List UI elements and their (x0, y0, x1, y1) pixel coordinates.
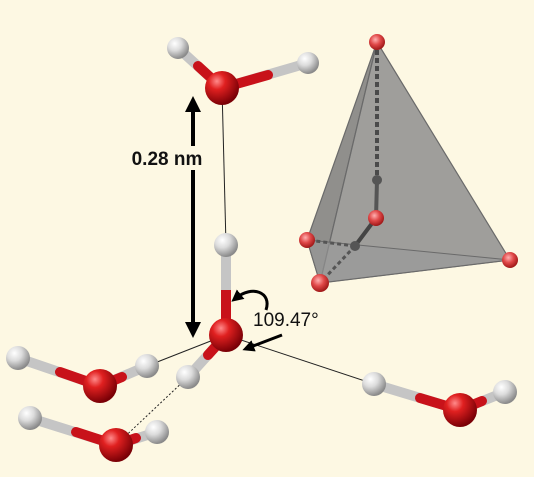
tetrahedron-face-bottom (306, 239, 511, 284)
hydrogen-atom (145, 420, 169, 444)
hydrogen-bond-line (221, 87, 227, 246)
hydrogen-atom (167, 37, 189, 59)
tetrahedron (299, 34, 518, 292)
tetrahedron-hydrogen (350, 241, 360, 251)
tetrahedron-inner-bond (306, 238, 356, 248)
hydrogen-atom (297, 52, 319, 74)
hydrogen-bond-line (225, 334, 375, 385)
oxygen-atom (83, 369, 117, 403)
water-molecule-lower-left (18, 406, 169, 462)
angle-arc-arrow (231, 289, 269, 311)
water-molecule-center (176, 233, 243, 389)
tetrahedron-vertex-atom (369, 34, 385, 50)
tetrahedron-vertex-atom (299, 232, 315, 248)
tetrahedron-center-atom (368, 210, 384, 226)
tetrahedron-vertex-atom (311, 274, 329, 292)
tetrahedron-hydrogen (372, 175, 382, 185)
distance-label: 0.28 nm (132, 149, 203, 170)
oxygen-atom (205, 71, 239, 105)
oxygen-atom (209, 318, 243, 352)
hydrogen-atom (18, 406, 42, 430)
hydrogen-atom (6, 346, 30, 370)
water-molecule-left (6, 346, 159, 403)
hydrogen-atom (176, 365, 200, 389)
water-molecule-top (167, 37, 319, 105)
hydrogen-bond-line (115, 376, 189, 446)
distance-label-bg (124, 146, 210, 170)
hydrogen-atom (214, 233, 238, 257)
oxygen-atom (443, 393, 477, 427)
hydrogen-atom (493, 380, 517, 404)
angle-label: 109.47° (253, 310, 319, 331)
tetrahedron-vertex-atom (502, 252, 518, 268)
hydrogen-atom (135, 354, 159, 378)
hydrogen-atom (362, 372, 386, 396)
water-molecule-right (362, 372, 517, 427)
oxygen-atom (99, 428, 133, 462)
angle-arrows (231, 289, 283, 352)
angle-pointer-arrow (242, 333, 283, 352)
